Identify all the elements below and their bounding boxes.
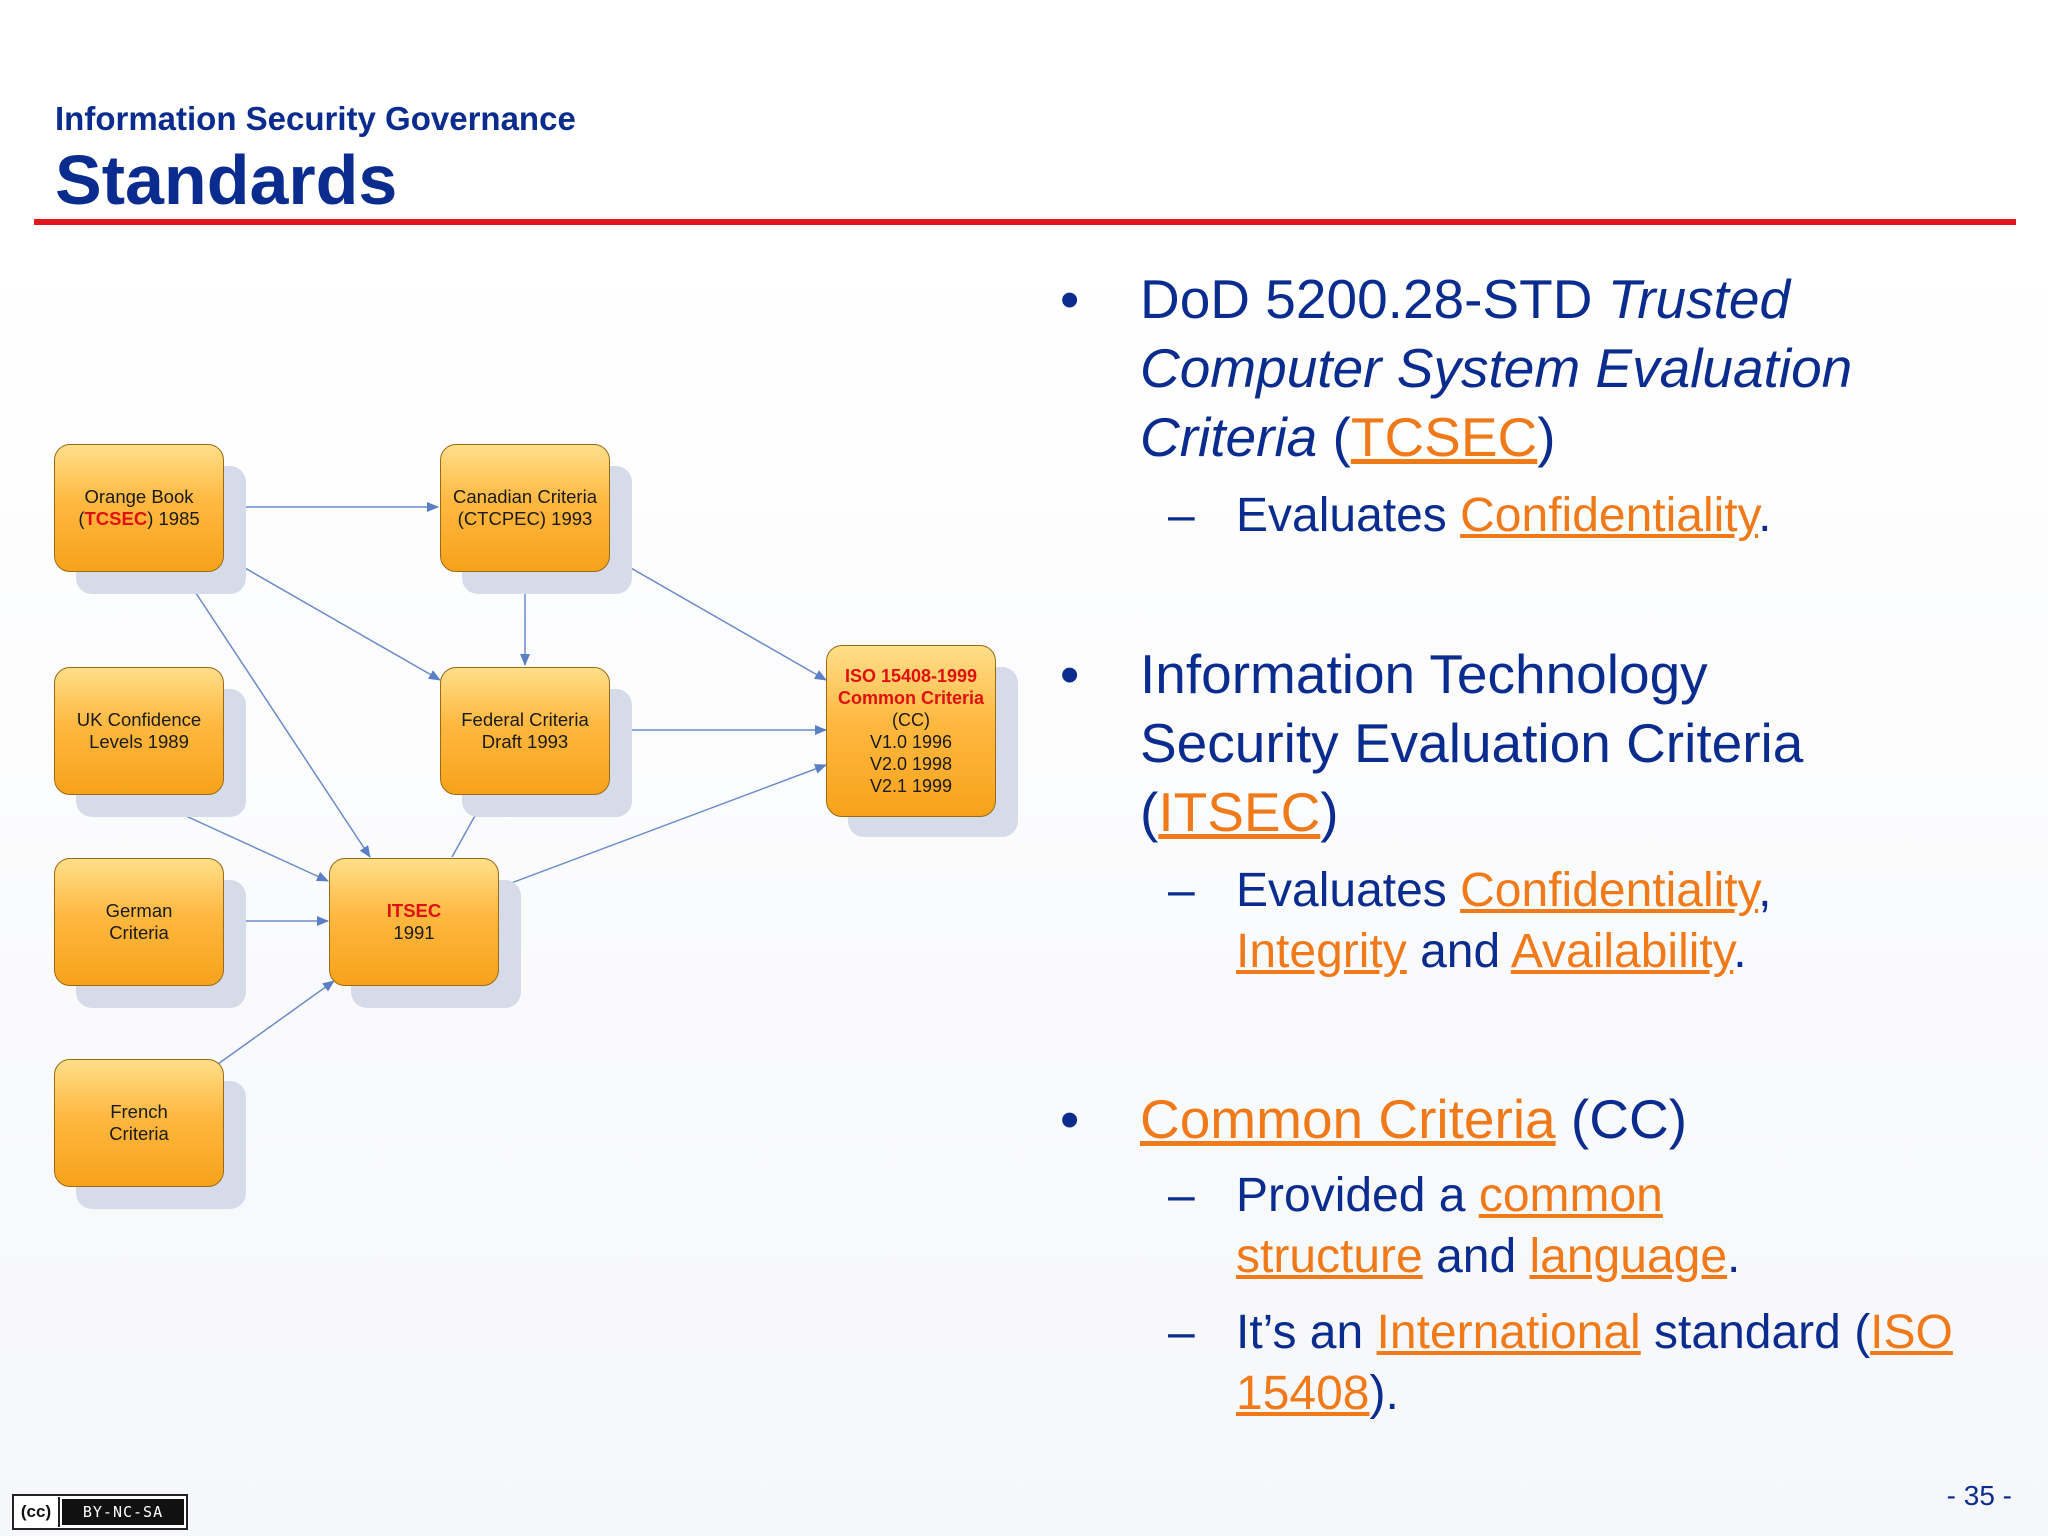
node-orange-book: Orange Book (TCSEC) 1985 [54,444,246,594]
link-common-structure[interactable]: common structure [1236,1169,1663,1283]
link-iso-15408[interactable]: ISO 15408 [1236,1306,1953,1420]
link-confidentiality-2[interactable]: Confidentiality [1460,864,1759,917]
creative-commons-icon: (cc) [14,1497,60,1527]
link-international[interactable]: International [1376,1306,1641,1359]
slide-title: Standards [55,141,398,219]
arrow-french-to-itsec [217,980,335,1065]
link-tcsec[interactable]: TCSEC [1350,406,1538,468]
link-common-criteria[interactable]: Common Criteria [1140,1088,1556,1150]
license-text: BY-NC-SA [62,1499,184,1525]
arrow-canadian-to-iso [609,555,827,681]
node-itsec: ITSEC 1991 [329,858,521,1008]
link-confidentiality[interactable]: Confidentiality [1460,489,1759,542]
slide-subtitle: Information Security Governance [55,100,576,137]
node-french-criteria: French Criteria [54,1059,246,1209]
arrow-itsec-to-iso [497,764,827,889]
link-itsec[interactable]: ITSEC [1158,781,1321,843]
arrow-orange-to-itsec [183,574,371,858]
link-availability[interactable]: Availability [1510,925,1734,978]
node-uk-confidence: UK Confidence Levels 1989 [54,667,246,817]
node-orange-book-line1: Orange Book [84,486,194,507]
node-canadian-criteria: Canadian Criteria (CTCPEC) 1993 [440,444,632,594]
node-federal-criteria: Federal Criteria Draft 1993 [440,667,632,817]
link-language[interactable]: language [1529,1230,1728,1283]
tcsec-label: TCSEC [84,508,148,529]
node-iso-common-criteria: ISO 15408-1999 Common Criteria (CC) V1.0… [826,645,1018,837]
title-divider [34,219,2016,225]
page-number: - 35 - [1946,1480,2012,1511]
arrow-orange-to-federal [223,555,441,681]
link-integrity[interactable]: Integrity [1236,925,1407,978]
node-german-criteria: German Criteria [54,858,246,1008]
license-badge[interactable]: (cc) BY-NC-SA [12,1494,188,1530]
